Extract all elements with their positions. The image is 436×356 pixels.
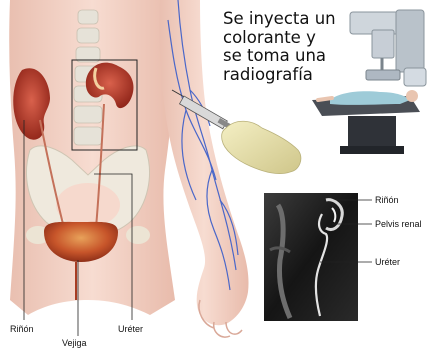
label-renal-pelvis: Pelvis renal [375,219,422,229]
label-kidney-left: Riñón [10,324,34,334]
label-bladder: Vejiga [62,338,87,348]
headline-line-1: Se inyecta un [223,10,363,29]
label-kidney-xray: Riñón [375,195,399,205]
label-ureter-xray: Uréter [375,257,400,267]
label-ureter-body: Uréter [118,324,143,334]
headline-line-3: se toma una [223,47,363,66]
xray-image [264,193,358,321]
headline-line-4: radiografía [223,66,363,85]
xray-table [312,90,420,154]
headline-line-2: colorante y [223,29,363,48]
headline: Se inyecta un colorante y se toma una ra… [223,10,363,84]
gloved-hand [222,121,301,173]
